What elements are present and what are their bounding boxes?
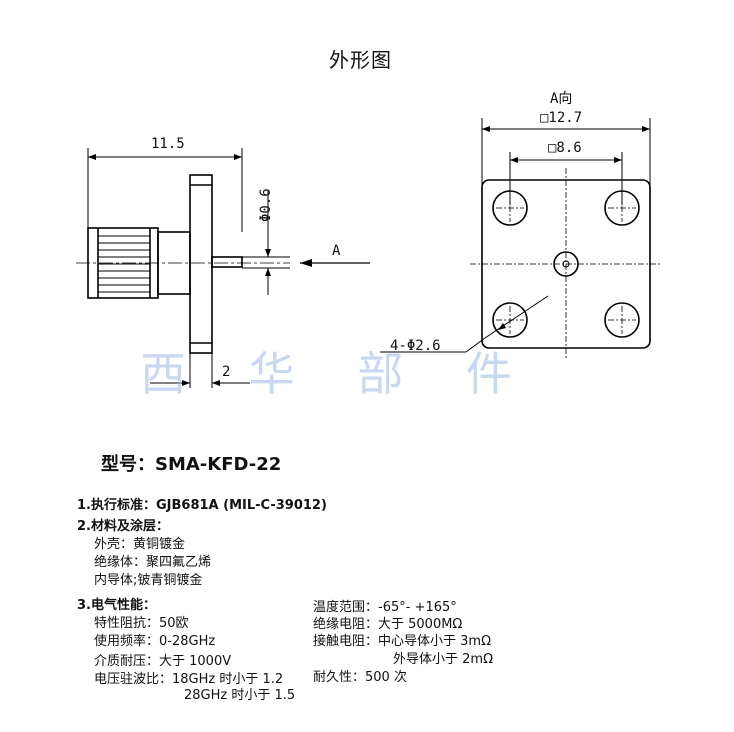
spec-vswr-28: 28GHz 时小于 1.5: [184, 688, 296, 703]
spec-insulation-resistance: 绝缘电阻：大于 5000MΩ: [313, 617, 463, 632]
spec-durability: 耐久性：500 次: [313, 670, 407, 685]
outline-drawing: [76, 118, 662, 388]
spec-inner-conductor: 内导体;铍青铜镀金: [94, 573, 203, 588]
spec-materials-heading: 2.材料及涂层：: [77, 519, 169, 534]
spec-impedance: 特性阻抗：50欧: [94, 616, 189, 631]
watermark: 西 华 部 件: [140, 347, 536, 401]
spec-standard: 1.执行标准：GJB681A (MIL-C-39012): [77, 498, 327, 513]
drawing-title: 外形图: [329, 48, 392, 72]
spec-withstand: 介质耐压：大于 1000V: [94, 654, 232, 669]
dim-pin-dia: Φ0.6: [258, 188, 274, 222]
dim-outer-square: □12.7: [540, 110, 583, 126]
spec-electrical-heading: 3.电气性能：: [77, 598, 156, 613]
side-view: [76, 148, 370, 388]
spec-temperature: 温度范围：-65°- +165°: [313, 600, 457, 615]
model-number: 型号：SMA-KFD-22: [101, 454, 282, 475]
spec-contact-outer: 外导体小于 2mΩ: [393, 652, 494, 667]
dim-length: 11.5: [151, 136, 185, 152]
spec-contact-center: 接触电阻：中心导体小于 3mΩ: [313, 634, 492, 649]
spec-shell: 外壳：黄铜镀金: [94, 537, 186, 552]
front-view: [380, 118, 662, 360]
spec-frequency: 使用频率：0-28GHz: [94, 634, 216, 649]
dim-inner-square: □8.6: [548, 140, 582, 156]
dim-holes: 4-Φ2.6: [390, 338, 441, 354]
dim-flange-thickness: 2: [222, 364, 231, 380]
spec-insulator: 绝缘体：聚四氟乙烯: [94, 555, 212, 570]
spec-vswr-18: 电压驻波比：18GHz 时小于 1.2: [94, 672, 284, 687]
view-label: A向: [550, 91, 573, 107]
dim-arrow-label: A: [332, 243, 341, 259]
